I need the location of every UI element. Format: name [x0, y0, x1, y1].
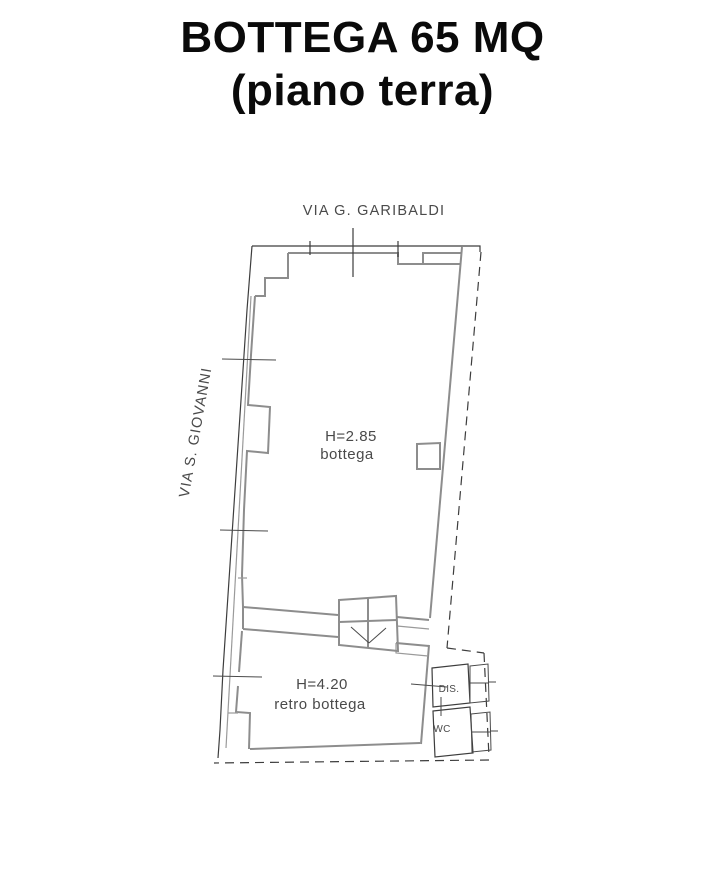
bottega-height-label: H=2.85: [325, 428, 377, 445]
dashed-property-line: [213, 251, 490, 764]
left-wall: [225, 295, 272, 750]
divider-wall: [242, 606, 430, 657]
title-line-1: BOTTEGA 65 MQ: [180, 13, 545, 62]
stair-block: [338, 594, 400, 653]
street-label-giovanni: VIA S. GIOVANNI: [177, 366, 216, 499]
bottega-name-label: bottega: [320, 446, 374, 463]
outer-walls: [217, 245, 481, 759]
pillar: [416, 441, 441, 470]
wc-room-label: WC: [433, 724, 450, 735]
entrance-marker: [309, 228, 399, 277]
title-line-2: (piano terra): [230, 65, 495, 115]
window-ticks: [212, 358, 277, 678]
page-title: BOTTEGA 65 MQ (piano terra): [0, 12, 725, 118]
retro-bottega-height-label: H=4.20: [296, 676, 348, 693]
street-label-garibaldi: VIA G. GARIBALDI: [303, 203, 446, 219]
retro-bottega-name-label: retro bottega: [274, 696, 366, 713]
right-wall: [420, 246, 463, 745]
dis-room-label: DIS.: [439, 684, 460, 695]
dis-wc-partitions: [410, 663, 498, 758]
top-wall: [255, 252, 461, 297]
bottom-wall: [249, 742, 421, 750]
